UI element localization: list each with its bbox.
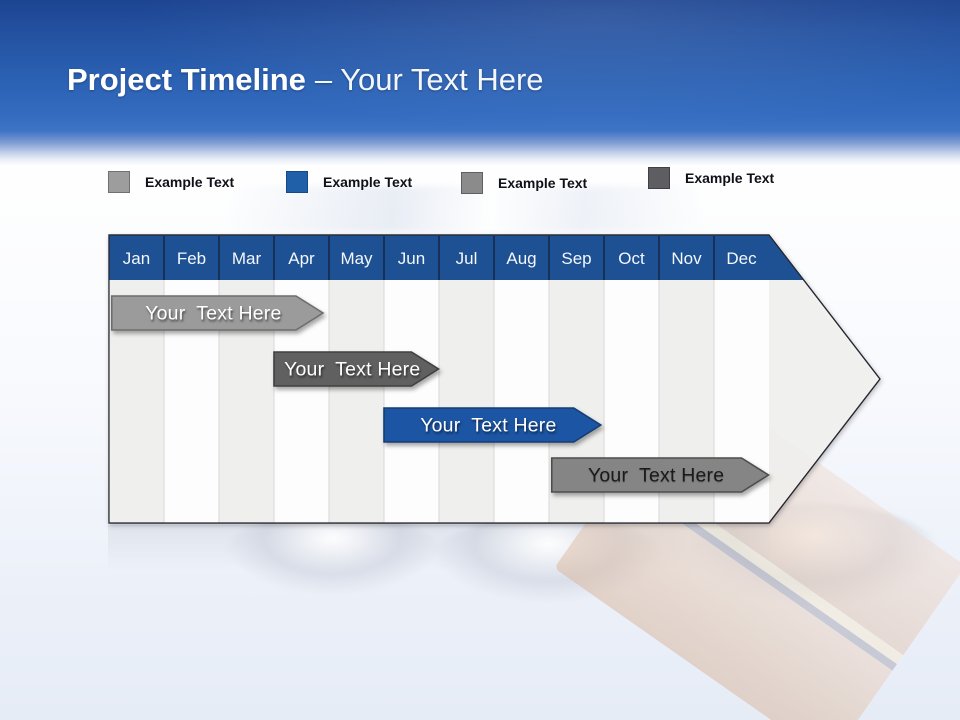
month-header-row: Jan Feb Mar Apr May Jun Jul Aug Sep Oct Nov Dec (109, 235, 769, 280)
legend-item: Example Text (108, 171, 234, 193)
month-label: Jul (455, 249, 478, 268)
title-main: Project Timeline (67, 62, 306, 97)
timeline-bar-label: Your Text Here (284, 358, 421, 381)
legend-color-swatch (286, 171, 308, 193)
legend-item: Example Text (286, 171, 412, 193)
month-column (549, 280, 604, 523)
page-title: Project Timeline– Your Text Here (67, 60, 544, 100)
month-label: May (340, 249, 373, 268)
month-label: Apr (288, 249, 315, 268)
month-column (329, 280, 384, 523)
title-secondary: – Your Text Here (314, 62, 544, 97)
month-column (274, 280, 329, 523)
month-label: Dec (726, 249, 757, 268)
legend-item-label: Example Text (145, 174, 235, 190)
legend-item: Example Text (461, 172, 587, 194)
month-label: Mar (231, 249, 262, 268)
legend-item-label: Example Text (323, 174, 413, 190)
month-label: Oct (618, 249, 645, 268)
month-column (494, 280, 549, 523)
timeline-bar-label: Your Text Here (587, 464, 725, 487)
legend-item: Example Text (648, 167, 774, 189)
month-label: Aug (506, 249, 537, 268)
title-band (0, 0, 960, 166)
month-label: Jan (122, 249, 151, 268)
legend-color-swatch (648, 167, 670, 189)
legend-color-swatch (461, 172, 483, 194)
timeline-bar-label: Your Text Here (420, 414, 557, 437)
legend-item-label: Example Text (685, 170, 775, 186)
legend-item-label: Example Text (498, 175, 588, 191)
month-label: Jun (397, 249, 426, 268)
timeline-bar-label: Your Text Here (145, 302, 282, 325)
month-label: Nov (671, 249, 702, 268)
month-column (439, 280, 494, 523)
month-column (384, 280, 439, 523)
watermark-gloss-shape (225, 512, 440, 594)
month-label: Sep (561, 249, 592, 268)
month-label: Feb (176, 249, 207, 268)
book-watermark-image (554, 373, 960, 720)
legend-color-swatch (108, 171, 130, 193)
